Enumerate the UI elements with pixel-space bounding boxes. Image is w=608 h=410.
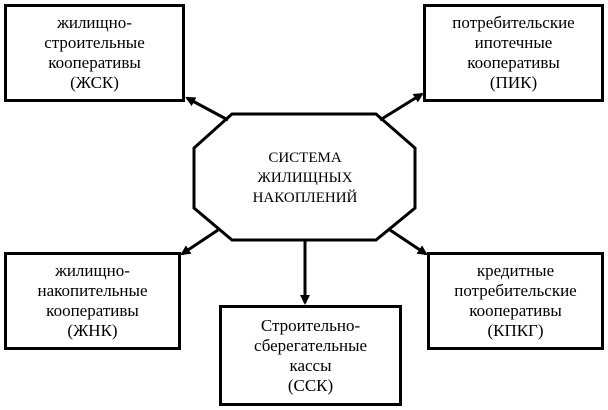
center-label: СИСТЕМА ЖИЛИЩНЫХ НАКОПЛЕНИЙ (252, 150, 358, 206)
node-kpkg: кредитные потребительские кооперативы (К… (427, 252, 604, 350)
node-zhsk: жилищно- строительные кооперативы (ЖСК) (4, 4, 185, 102)
node-pik: потребительские ипотечные кооперативы (П… (423, 4, 604, 102)
node-zhnk: жилищно- накопительные кооперативы (ЖНК) (4, 252, 181, 350)
arrow-to-zhsk (185, 96, 229, 122)
node-ssk-label: Строительно- сберегательные кассы (ССК) (253, 315, 368, 395)
central-octagon (192, 112, 417, 242)
arrow-to-pik (379, 92, 424, 122)
node-kpkg-label: кредитные потребительские кооперативы (К… (454, 261, 577, 340)
node-ssk: Строительно- сберегательные кассы (ССК) (219, 305, 402, 406)
arrow-to-kpkg (389, 228, 428, 256)
node-zhnk-label: жилищно- накопительные кооперативы (ЖНК) (37, 261, 148, 340)
node-zhsk-label: жилищно- строительные кооперативы (ЖСК) (44, 13, 145, 92)
node-pik-label: потребительские ипотечные кооперативы (П… (452, 13, 575, 92)
arrow-to-zhnk (180, 228, 219, 256)
